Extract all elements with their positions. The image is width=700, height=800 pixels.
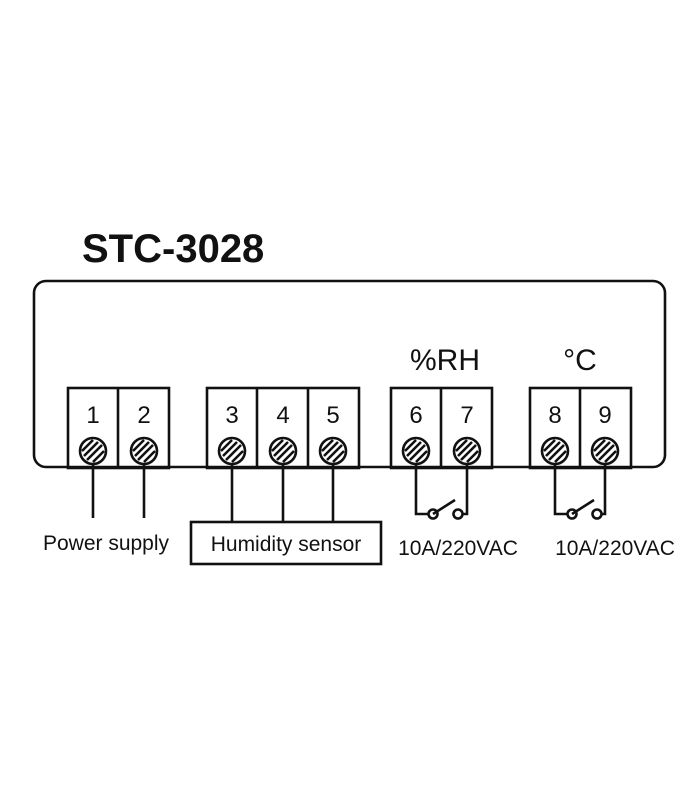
humidity-relay-label: %RH <box>410 344 480 377</box>
power-supply-caption: Power supply <box>43 532 170 555</box>
terminal-number-8: 8 <box>548 402 561 429</box>
screw-icon <box>217 436 247 466</box>
terminal-number-4: 4 <box>276 402 289 429</box>
screw-icon <box>318 436 348 466</box>
humidity-relay-contact-icon <box>414 465 469 520</box>
screw-icon <box>129 436 159 466</box>
temperature-relay-rating: 10A/220VAC <box>555 537 675 560</box>
terminal-number-9: 9 <box>598 402 611 429</box>
screw-icon <box>540 436 570 466</box>
terminal-number-6: 6 <box>409 402 422 429</box>
terminal-number-2: 2 <box>137 402 150 429</box>
terminal-number-5: 5 <box>326 402 339 429</box>
screw-icon <box>78 436 108 466</box>
temperature-relay-label: °C <box>563 344 597 377</box>
model-title: STC-3028 <box>82 227 264 271</box>
screw-icons <box>78 436 620 466</box>
screw-icon <box>401 436 431 466</box>
humidity-sensor-box <box>189 520 383 566</box>
screw-icon <box>452 436 482 466</box>
humidity-sensor-caption: Humidity sensor <box>211 533 362 556</box>
screw-icon <box>268 436 298 466</box>
screw-icon <box>590 436 620 466</box>
terminal-number-3: 3 <box>225 402 238 429</box>
temperature-relay-contact-icon <box>553 465 607 520</box>
terminal-number-7: 7 <box>460 402 473 429</box>
humidity-relay-rating: 10A/220VAC <box>398 537 518 560</box>
terminal-number-1: 1 <box>86 402 99 429</box>
